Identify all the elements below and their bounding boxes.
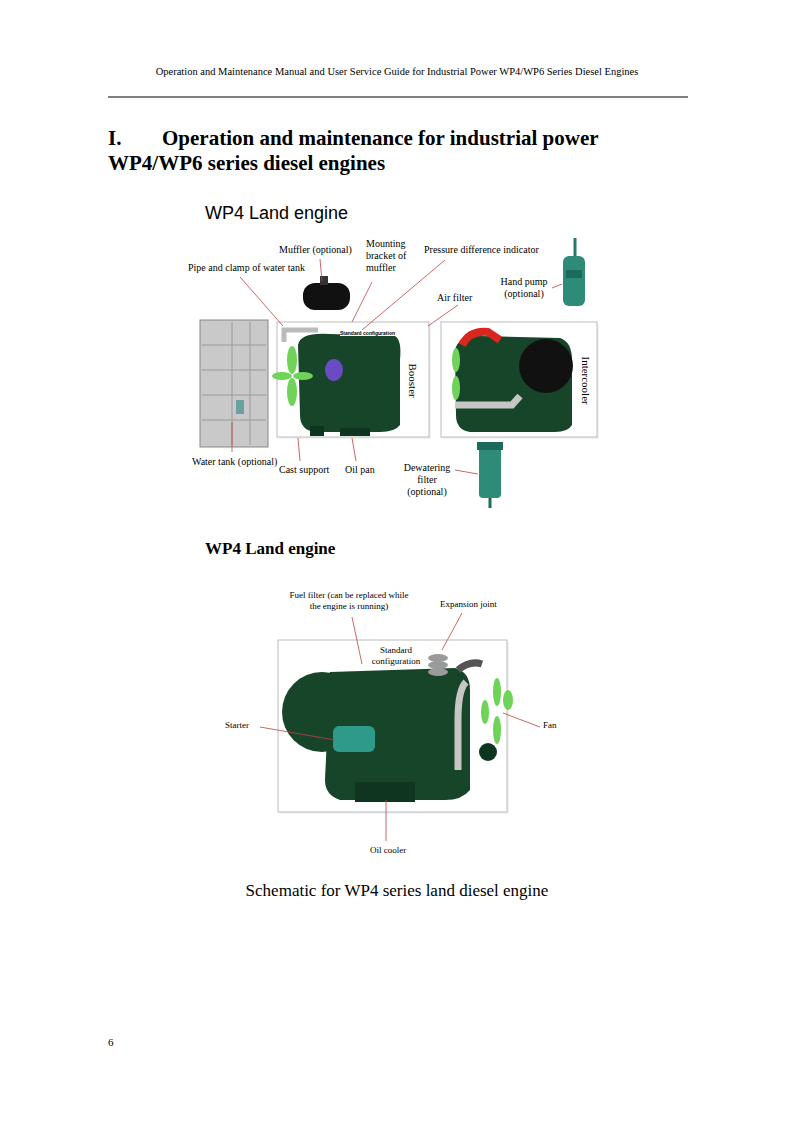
- figure-caption: Schematic for WP4 series land diesel eng…: [0, 881, 794, 901]
- part-label: Cast support: [279, 464, 329, 476]
- part-label: Pipe and clamp of water tank: [188, 262, 305, 274]
- part-label: Intercooler: [579, 356, 592, 404]
- part-label: Standard configuration: [340, 330, 395, 336]
- part-label: Pressure difference indicator: [424, 244, 539, 256]
- part-label: Fuel filter (can be replaced while the e…: [284, 590, 414, 612]
- part-label: Booster: [406, 363, 419, 397]
- part-label: Expansion joint: [440, 599, 497, 610]
- part-label: Hand pump (optional): [495, 276, 553, 300]
- part-label: Mounting bracket of muffler: [366, 238, 418, 274]
- section-heading: Operation and maintenance for industrial…: [108, 126, 668, 176]
- part-label: Dewatering filter (optional): [400, 462, 454, 498]
- page-number: 6: [108, 1036, 114, 1049]
- part-label: Oil cooler: [370, 845, 406, 856]
- part-label: Starter: [225, 720, 249, 731]
- part-label: Oil pan: [345, 464, 375, 476]
- subheading: WP4 Land engine: [205, 203, 348, 225]
- subheading: WP4 Land engine: [205, 539, 335, 559]
- part-label: Fan: [543, 720, 557, 731]
- section-number: I.: [108, 126, 121, 151]
- part-label: Muffler (optional): [279, 244, 352, 256]
- part-label: Standard configuration: [366, 645, 426, 667]
- page-header: Operation and Maintenance Manual and Use…: [0, 66, 794, 79]
- part-label: Air filter: [437, 292, 472, 304]
- part-label: Water tank (optional): [192, 456, 277, 468]
